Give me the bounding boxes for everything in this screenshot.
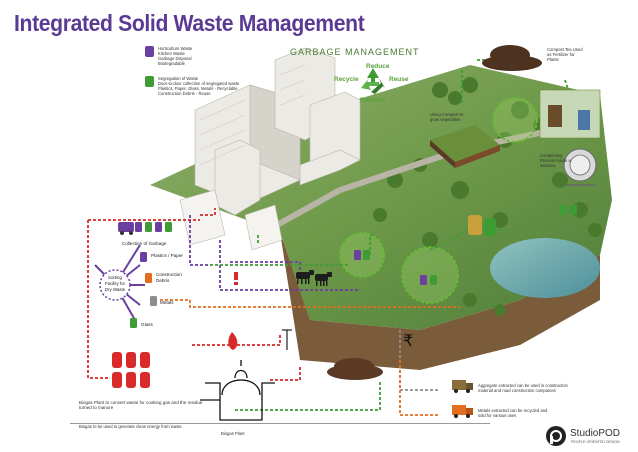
plastics-bin-icon: [140, 252, 147, 262]
aggregate-label: Aggregate extracted can be used in const…: [478, 383, 568, 393]
legend-text: Horticulture Waste Kitchen Waste Garbage…: [158, 46, 193, 66]
green-bin-icon: [430, 275, 437, 285]
recover-label: Recover: [360, 97, 386, 104]
purple-bin-icon: [145, 46, 154, 57]
reduce-label: Reduce: [366, 63, 390, 70]
footer-divider: [70, 423, 490, 424]
metals-truck-icon: [452, 405, 473, 418]
page-title: Integrated Solid Waste Management: [14, 10, 365, 36]
purple-bin-icon: [135, 222, 142, 232]
legend-item-recyclable: Segregation of Waste Door-to-door collec…: [145, 76, 239, 96]
compost-tea-zone: [492, 97, 538, 143]
compost-drum-image: [563, 148, 597, 186]
metals-bin-icon: [150, 296, 157, 306]
collection-label: Collection of Garbage: [122, 241, 167, 246]
organic-label: Using Compost to grow vegetables: [430, 112, 464, 122]
vegetable-bed-image: [430, 125, 500, 168]
glass-bin-icon: [130, 318, 137, 328]
studiopod-logo-icon: [546, 426, 566, 446]
plastics-label: Plastics / Paper: [151, 253, 183, 258]
aggregate-truck-icon: [452, 380, 473, 393]
gas-cylinders: [112, 352, 150, 388]
metals-sold-label: Metals extracted can be recycled and sol…: [478, 408, 548, 418]
glass-label: Glass: [141, 322, 153, 327]
brand-name: StudioPOD: [570, 428, 621, 439]
barrel-icon: [468, 215, 496, 236]
biogas-description: Biogas Plant to convert waste for cookin…: [79, 400, 203, 410]
legend-text: Segregation of Waste Door-to-door collec…: [158, 76, 240, 96]
purple-bin-icon: [354, 250, 361, 260]
composting-label: Composting Process inside a windrow: [540, 153, 571, 168]
purple-bin-icon: [420, 275, 427, 285]
construction-bin-icon: [145, 273, 152, 283]
compost-heap: [327, 358, 383, 380]
recycle-label: Recycle: [334, 76, 359, 83]
legend-item-biodegradable: Horticulture Waste Kitchen Waste Garbage…: [145, 46, 192, 66]
metals-label: Metals: [160, 300, 174, 305]
rupee-icon: ₹: [403, 333, 413, 350]
green-bin-icon: [145, 222, 152, 232]
purple-bin-icon: [155, 222, 162, 232]
dry-waste-zone: [339, 232, 385, 278]
alert-icon: [234, 272, 238, 285]
biogas-plant: [200, 360, 275, 421]
green-bin-icon: [363, 250, 370, 260]
street-lamp-icon: [282, 329, 292, 350]
biogas-subtext: Biogas to be used to generate clean ener…: [79, 424, 182, 429]
sorting-label: Sorting Facility for Dry Waste: [104, 275, 126, 292]
pond: [490, 238, 600, 298]
reuse-label: Reuse: [389, 76, 409, 83]
cow-icon: [315, 272, 332, 286]
green-bin-icon: [165, 222, 172, 232]
cow-icon: [296, 270, 314, 284]
biogas-plant-label: Biogas Plant: [221, 431, 245, 436]
flame-icon: [228, 332, 238, 350]
brand-tagline: PEOPLE ORIENTED DESIGN: [571, 440, 620, 444]
recycle-icon: [361, 68, 385, 94]
construction-label: Construction Debris: [156, 272, 182, 283]
green-bin-icon: [560, 205, 567, 215]
compost-heap: [482, 45, 542, 71]
green-bin-icon: [145, 76, 154, 87]
compost-label: Compost Tea Used as Fertilizer for Plant…: [547, 47, 583, 62]
garbage-management-title: GARBAGE MANAGEMENT: [290, 47, 420, 57]
green-bin-icon: [570, 205, 577, 215]
recycle-truck-icon: [118, 222, 134, 235]
